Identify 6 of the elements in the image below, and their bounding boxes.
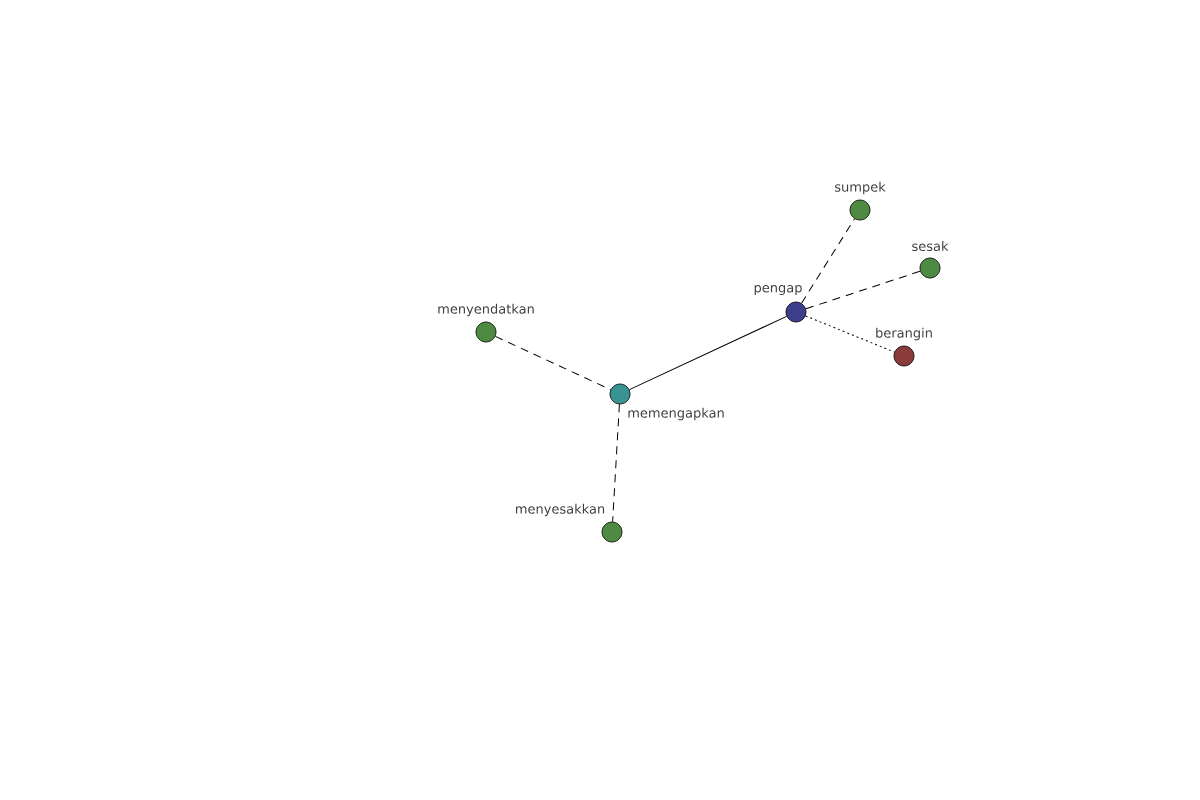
connector-line	[805, 315, 895, 353]
connector-line	[628, 315, 788, 391]
connector-line	[801, 218, 855, 304]
connector-line	[805, 270, 921, 310]
connector-line	[494, 335, 612, 391]
connector-line	[612, 403, 620, 523]
